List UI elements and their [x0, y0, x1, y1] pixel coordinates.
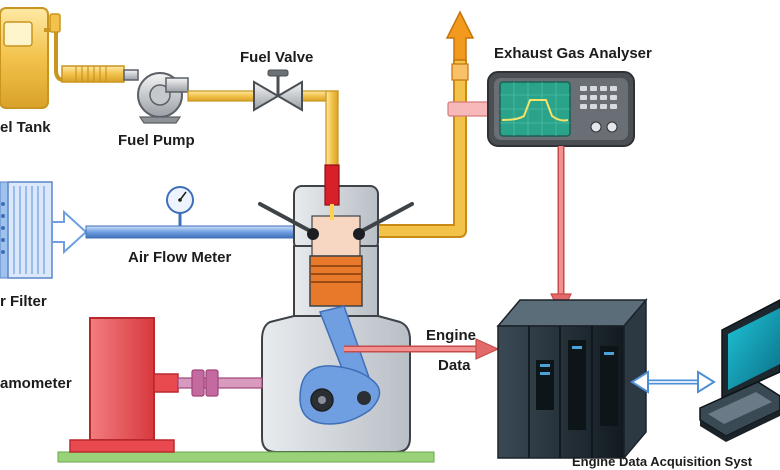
analyser-to-server-arrow — [550, 146, 572, 316]
exhaust-gas-analyser-label: Exhaust Gas Analyser — [494, 45, 652, 62]
oscilloscope-icon — [447, 71, 635, 147]
air-filter-icon — [0, 181, 88, 279]
fuel-injector — [324, 164, 340, 220]
engine-data-label-line2: Data — [438, 357, 471, 374]
air-filter-label: r Filter — [0, 293, 47, 310]
gauge-icon — [166, 186, 194, 226]
air-intake-pipe — [85, 225, 311, 239]
engine-valves — [258, 202, 414, 240]
arrow-up-icon — [445, 10, 475, 81]
dynamometer-unit — [69, 317, 179, 453]
engine-data-arrow — [344, 338, 500, 360]
engine-data-label-line1: Engine — [426, 327, 476, 344]
fuel-pump-label: Fuel Pump — [118, 132, 195, 149]
drive-shaft — [177, 369, 263, 397]
air-flow-meter-label: Air Flow Meter — [128, 249, 232, 266]
pump-icon — [123, 69, 189, 124]
dynamometer-label: amometer — [0, 375, 72, 392]
fuel-line — [187, 90, 339, 168]
fuel-hose — [61, 65, 125, 83]
exhaust-pipe — [368, 60, 467, 238]
server-rack-icon — [496, 297, 648, 461]
network-link — [630, 370, 716, 394]
fuel-tank-icon — [0, 7, 66, 109]
fuel-valve-label: Fuel Valve — [240, 49, 313, 66]
engine-block — [261, 185, 411, 453]
desktop-computer-icon — [699, 299, 780, 442]
valve-icon — [253, 69, 303, 112]
ground-base — [57, 451, 435, 463]
engine-data-acquisition-label: Engine Data Acquisition Syst — [572, 454, 753, 469]
fuel-tank-label: el Tank — [0, 119, 51, 136]
